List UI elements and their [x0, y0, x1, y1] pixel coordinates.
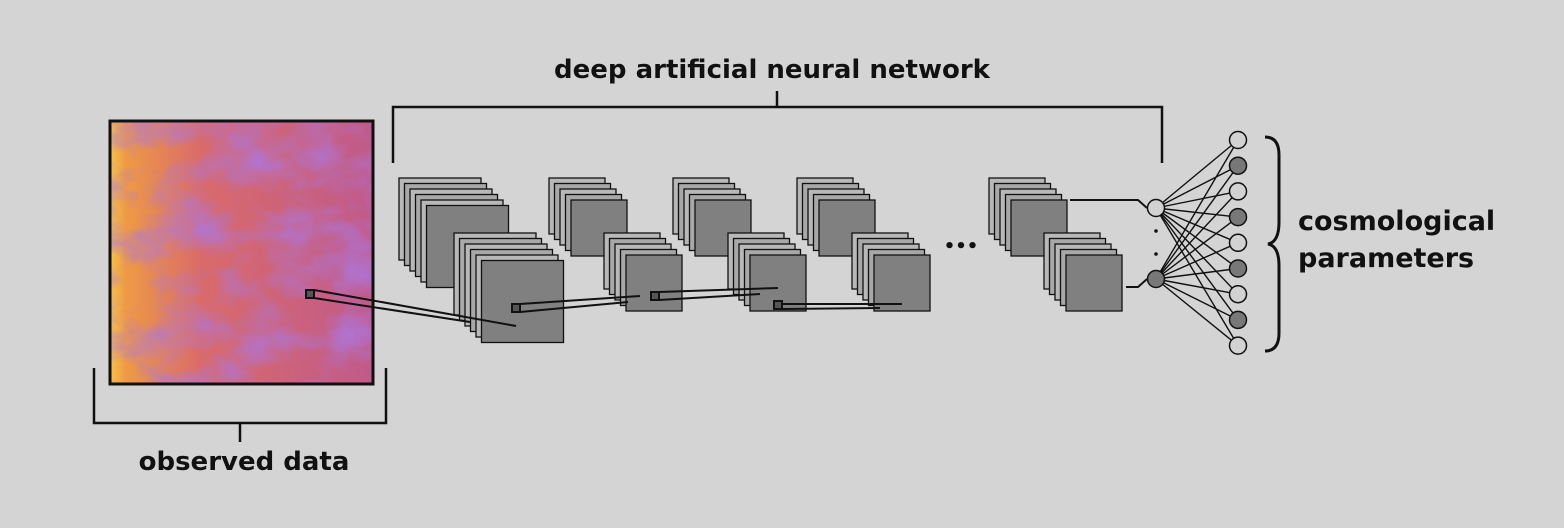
feature-map: [1065, 254, 1123, 312]
params-label-line2: parameters: [1298, 243, 1474, 274]
conv-block-3-top: [672, 177, 752, 257]
receptive-field-lines: [305, 287, 902, 327]
dense-edge: [1155, 242, 1239, 280]
conv-block-2-top: [548, 177, 628, 257]
dense-edge: [1155, 190, 1239, 280]
network-label: deep artificial neural network: [554, 55, 991, 85]
dense-edge: [1155, 207, 1239, 295]
observed-bracket: [92, 368, 388, 442]
dense-edge: [1155, 207, 1239, 321]
dense-edge: [1155, 207, 1239, 270]
output-node: [1228, 310, 1248, 330]
dense-edge: [1155, 190, 1239, 209]
conv-block-5-bottom: [1043, 232, 1123, 312]
hidden-ellipsis-dot: [1154, 229, 1158, 233]
dense-edge: [1155, 207, 1239, 218]
dense-edge: [1155, 278, 1239, 347]
output-brace: [1264, 135, 1281, 353]
hidden-ellipsis-dot: [1154, 252, 1158, 256]
flatten-connections: [1070, 199, 1148, 288]
hidden-node: [1146, 198, 1166, 218]
dense-edge: [1155, 207, 1239, 346]
output-node: [1228, 182, 1248, 201]
output-node: [1228, 207, 1248, 227]
feature-map: [873, 254, 931, 312]
output-node: [1228, 130, 1248, 150]
dense-edge: [1155, 139, 1239, 280]
conv-block-2-bottom: [603, 232, 683, 312]
network-bracket: [391, 91, 1164, 163]
params-label-line1: cosmological: [1298, 206, 1495, 237]
dense-edge: [1155, 139, 1239, 209]
hidden-node: [1146, 269, 1166, 289]
dense-edge: [1155, 267, 1239, 280]
dense-edge: [1155, 278, 1239, 321]
dense-layer: [1146, 130, 1248, 355]
conv-block-5-top: [988, 177, 1068, 257]
output-node: [1228, 336, 1248, 355]
dense-edge: [1155, 216, 1239, 280]
dense-connections: [1155, 139, 1239, 347]
dense-edge: [1155, 278, 1239, 295]
conv-layers: [398, 177, 1123, 344]
dense-edge: [1155, 207, 1239, 244]
feature-map: [625, 254, 683, 312]
output-node: [1228, 156, 1248, 175]
observed-label: observed data: [139, 447, 350, 477]
layers-ellipsis: •••: [944, 236, 979, 257]
output-node: [1228, 259, 1248, 278]
dense-edge: [1155, 165, 1239, 280]
output-node: [1228, 284, 1248, 304]
conv-block-1-bottom: [453, 232, 565, 344]
observed-data-map: [108, 119, 375, 386]
output-node: [1228, 233, 1248, 253]
conv-block-3-bottom: [727, 232, 807, 312]
dense-edge: [1155, 165, 1239, 209]
conv-block-4-bottom: [851, 232, 931, 312]
